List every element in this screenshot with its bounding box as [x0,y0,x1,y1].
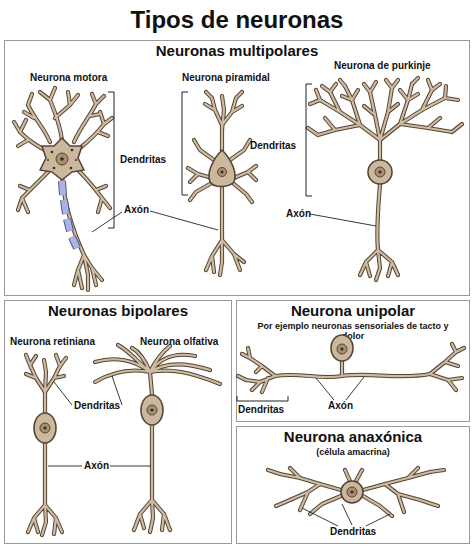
part-label: Neurona piramidal [182,72,270,83]
part-label: Neurona retiniana [10,336,95,347]
part-label: Neurona motora [30,72,107,83]
part-label: Dendritas [74,400,120,411]
panel-subheading: Por ejemplo neuronas sensoriales de tact… [237,320,469,342]
myelin-sheath [62,181,77,248]
panel-subheading: (célula amacrina) [237,446,469,457]
part-label: Axón [328,400,353,411]
panel-box: Neurona unipolarPor ejemplo neuronas sen… [236,300,470,422]
part-label: Dendritas [250,140,296,151]
panel-heading: Neuronas multipolares [5,41,469,60]
part-label: Dendritas [120,154,166,165]
part-label: Dendritas [330,526,376,537]
brackets [108,84,312,401]
panel-heading: Neurona unipolar [237,301,469,320]
panel-heading: Neurona anaxónica [237,427,469,446]
diagram-title: Tipos de neuronas [0,6,474,34]
part-label: Dendritas [238,404,284,415]
myelin-sheath [62,181,77,248]
part-label: Neurona de purkinje [334,60,431,71]
part-label: Axón [124,204,149,215]
part-label: Axón [286,208,311,219]
panel-heading: Neuronas bipolares [5,301,231,320]
part-label: Neurona olfativa [140,336,218,347]
part-label: Axón [84,460,109,471]
leader-lines [48,211,390,526]
